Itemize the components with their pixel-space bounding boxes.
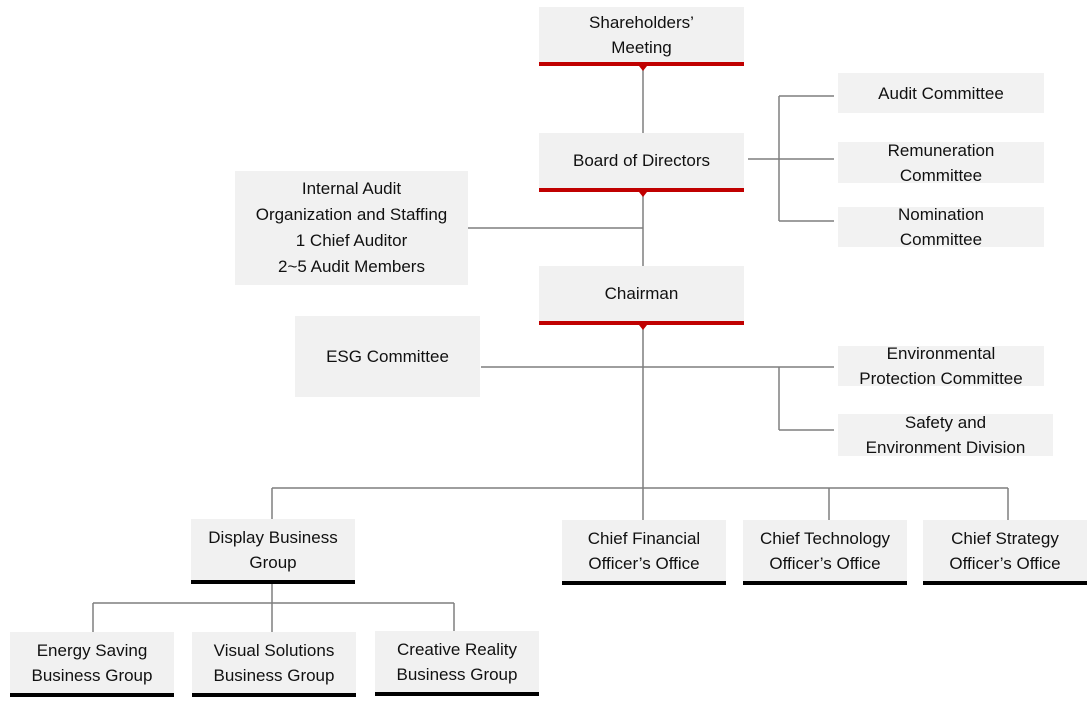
- node-line: Officer’s Office: [949, 553, 1061, 573]
- node-line: Officer’s Office: [769, 553, 881, 573]
- marker-board: [639, 192, 647, 197]
- node-line: Protection Committee: [859, 369, 1023, 388]
- node-line: Group: [249, 552, 297, 572]
- node-line: Chief Technology: [759, 528, 891, 548]
- node-board-of-directors: Board of Directors: [539, 133, 744, 192]
- node-line: Business Group: [396, 664, 518, 684]
- node-line: Officer’s Office: [588, 553, 700, 573]
- node-line: Environmental: [886, 344, 996, 363]
- marker-shareholders: [639, 66, 647, 71]
- node-cfo-office: Chief Financial Officer’s Office: [562, 520, 726, 585]
- node-line: Environment Division: [865, 438, 1026, 457]
- node-line: Internal Audit: [301, 179, 402, 198]
- node-line: Committee: [899, 230, 983, 249]
- node-nomination-committee: Nomination Committee: [838, 205, 1044, 249]
- node-line: Creative Reality: [397, 639, 517, 659]
- node-display-business-group: Display Business Group: [191, 519, 355, 584]
- node-line: Chief Financial: [587, 528, 701, 548]
- node-line: 1 Chief Auditor: [295, 231, 408, 250]
- node-cto-office: Chief Technology Officer’s Office: [743, 520, 907, 585]
- node-line: Remuneration: [887, 140, 995, 160]
- node-energy-saving-group: Energy Saving Business Group: [10, 632, 174, 697]
- node-line: Business Group: [31, 665, 153, 685]
- node-environmental-protection: Environmental Protection Committee: [838, 344, 1044, 388]
- node-line: Shareholders’: [589, 12, 694, 32]
- node-creative-reality-group: Creative Reality Business Group: [375, 631, 539, 696]
- node-audit-committee: Audit Committee: [838, 73, 1044, 113]
- node-chairman: Chairman: [539, 266, 744, 325]
- node-line: Chief Strategy: [951, 528, 1059, 548]
- node-line: Meeting: [611, 37, 672, 57]
- node-remuneration-committee: Remuneration Committee: [838, 141, 1044, 185]
- node-line: Energy Saving: [36, 640, 148, 660]
- node-esg-committee: ESG Committee: [295, 316, 480, 397]
- marker-chairman: [639, 325, 647, 330]
- node-shareholders: Shareholders’ Meeting: [539, 7, 744, 66]
- node-line: Audit Committee: [878, 83, 1004, 103]
- node-line: Safety and: [904, 413, 987, 432]
- node-line: Board of Directors: [573, 151, 710, 170]
- node-line: ESG Committee: [326, 347, 449, 366]
- node-line: 2~5 Audit Members: [278, 257, 425, 276]
- node-line: Business Group: [213, 665, 335, 685]
- node-line: Chairman: [604, 284, 679, 303]
- node-cso-office: Chief Strategy Officer’s Office: [923, 520, 1087, 585]
- node-visual-solutions-group: Visual Solutions Business Group: [192, 632, 356, 697]
- node-line: Nomination: [898, 205, 984, 224]
- node-line: Committee: [899, 165, 983, 185]
- node-safety-environment-division: Safety and Environment Division: [838, 413, 1053, 457]
- node-line: Visual Solutions: [213, 640, 335, 660]
- node-internal-audit: Internal Audit Organization and Staffing…: [235, 171, 468, 285]
- node-line: Display Business: [208, 527, 338, 547]
- node-line: Organization and Staffing: [255, 205, 448, 224]
